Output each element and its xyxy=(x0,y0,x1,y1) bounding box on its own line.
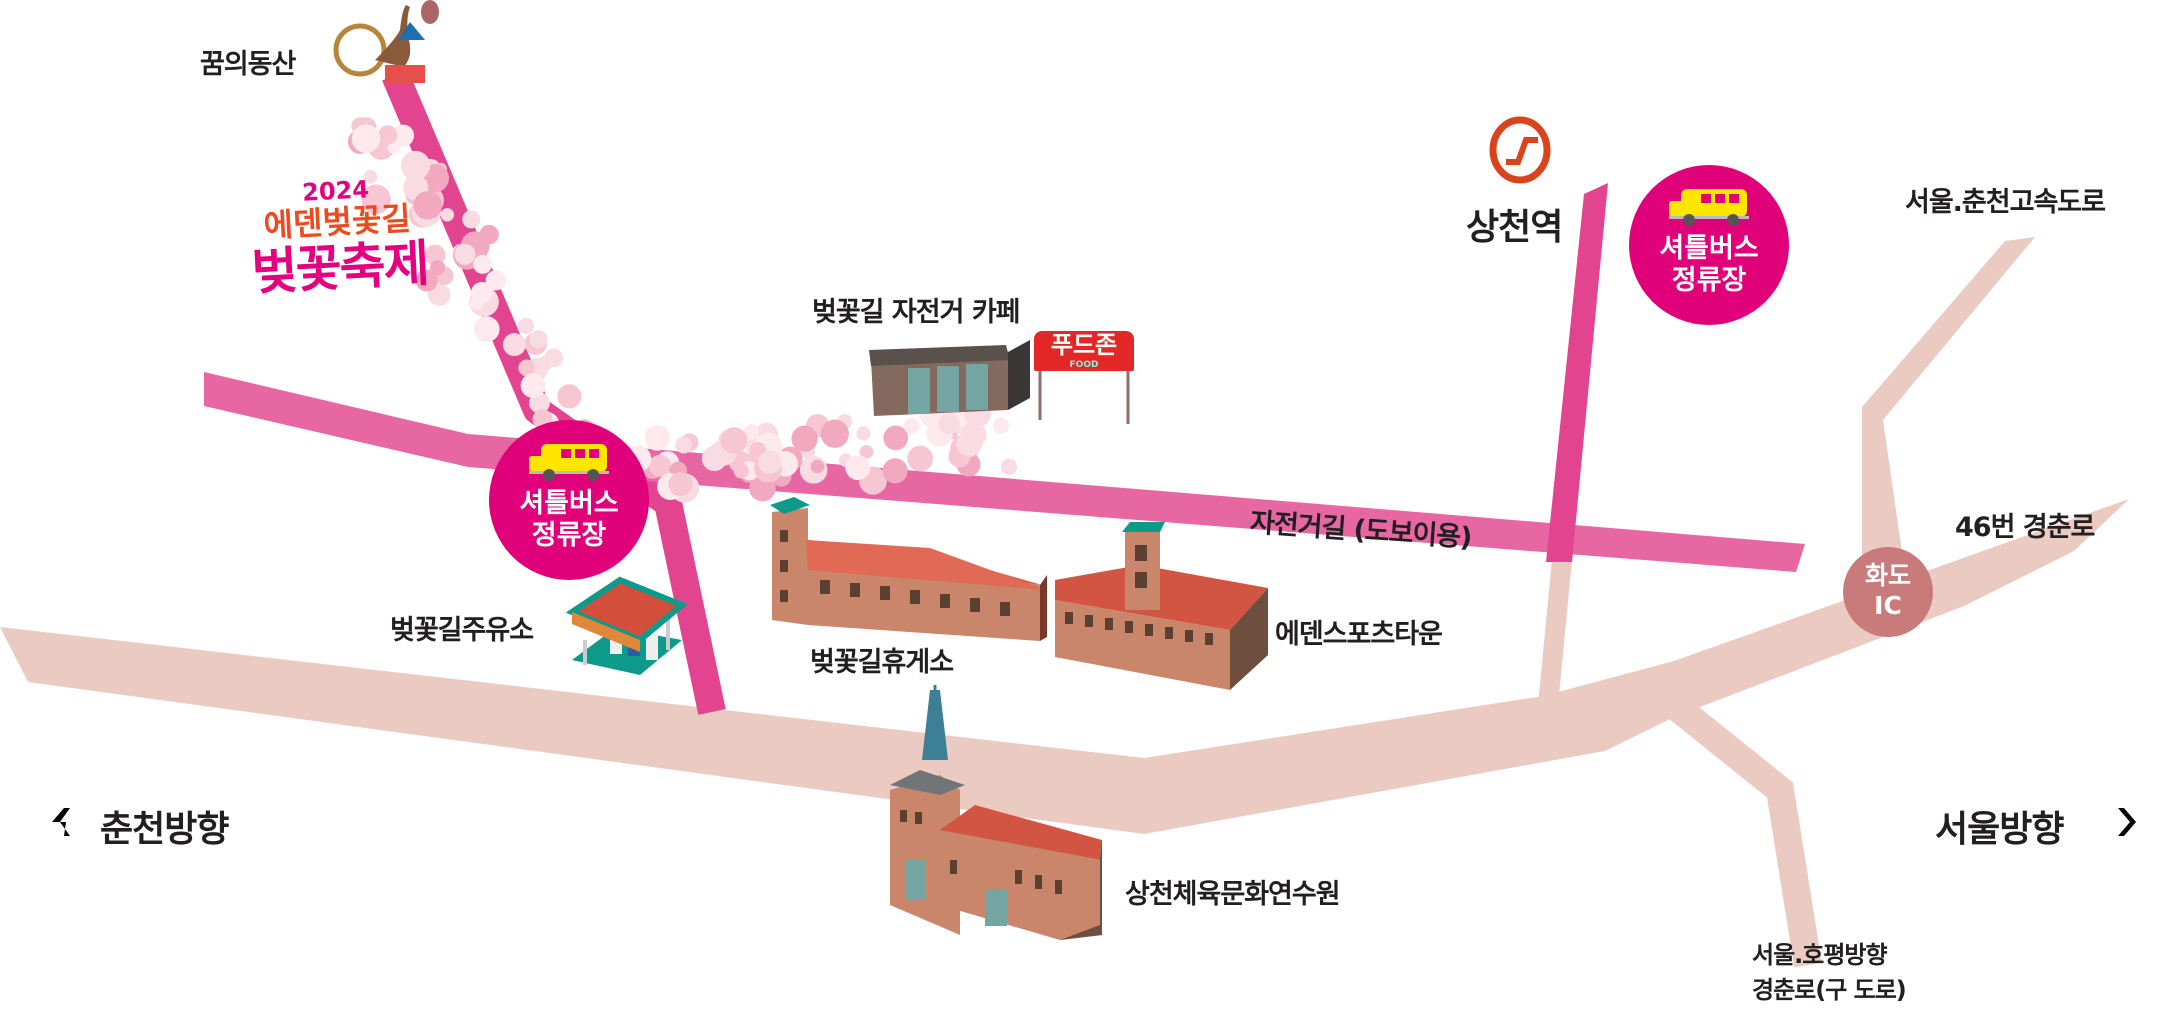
label-route46: 46번 경춘로 xyxy=(1955,512,2095,543)
rest-area-building xyxy=(770,497,1047,641)
cherry-blossom xyxy=(462,210,481,229)
cherry-blossom xyxy=(856,426,871,441)
cherry-blossom xyxy=(883,425,909,451)
cherry-blossom xyxy=(518,317,535,334)
food-zone-label: 푸드존 xyxy=(1050,331,1118,359)
label-rest-area: 벚꽃길휴게소 xyxy=(810,647,954,678)
main-road-gyeongchun xyxy=(0,499,2129,834)
station-road xyxy=(1546,183,1608,562)
cherry-blossom xyxy=(520,373,546,398)
cherry-blossom xyxy=(387,141,400,154)
cherry-blossom xyxy=(529,330,548,349)
cherry-blossom xyxy=(992,417,1010,434)
carousel-tent xyxy=(398,22,425,40)
cherry-blossom xyxy=(485,270,506,291)
food-zone-sub: FOOD xyxy=(1069,360,1099,370)
cherry-blossom xyxy=(429,260,446,276)
label-station: 상천역 xyxy=(1466,207,1563,248)
festival-logo: 2024 에덴벚꽃길 벚꽃축제 xyxy=(247,173,430,302)
hwado-ic-line1: 화도 xyxy=(1864,561,1911,590)
cherry-blossom xyxy=(424,244,446,266)
shuttle-stop-line2: 정류장 xyxy=(1671,265,1747,296)
label-dream-hill: 꿈의동산 xyxy=(200,49,296,80)
cherry-blossom xyxy=(743,424,760,441)
station-link-road xyxy=(1538,559,1572,706)
cherry-blossom xyxy=(903,417,920,434)
cherry-blossom xyxy=(648,454,671,477)
label-gas-station: 벚꽃길주유소 xyxy=(390,615,534,646)
cherry-blossom xyxy=(733,463,749,479)
bike-road xyxy=(204,372,1805,572)
cherry-blossom xyxy=(882,458,908,484)
arrow-left-icon xyxy=(52,808,70,836)
label-hopyeong-line2: 경춘로(구 도로) xyxy=(1752,976,1907,1004)
cherry-blossom xyxy=(537,355,553,371)
cherry-blossom xyxy=(413,191,442,220)
label-training-center: 상천체육문화연수원 xyxy=(1125,879,1341,910)
shuttle-stop-line1: 셔틀버스 xyxy=(519,488,619,519)
cherry-blossom xyxy=(720,427,748,455)
cherry-blossom xyxy=(361,184,391,214)
cherry-blossom xyxy=(1000,458,1018,475)
hopyeong-road xyxy=(1665,694,1822,968)
cherry-blossom xyxy=(907,445,934,472)
label-direction-chuncheon: 춘천방향 xyxy=(100,809,229,850)
ferris-wheel xyxy=(333,23,387,77)
cherry-blossom xyxy=(470,281,493,304)
cherry-blossom xyxy=(644,425,670,451)
cherry-blossom xyxy=(351,124,381,154)
cherry-blossom xyxy=(675,436,693,454)
cherry-blossom xyxy=(668,472,693,497)
cherry-blossom xyxy=(363,170,378,184)
label-hopyeong-line1: 서울.호평방향 xyxy=(1752,941,1888,969)
station-logo-icon xyxy=(1489,116,1551,184)
cherry-blossom xyxy=(415,269,438,292)
training-center-building xyxy=(890,685,1102,940)
cherry-blossom xyxy=(956,431,983,457)
label-sports-town: 에덴스포츠타운 xyxy=(1275,619,1443,650)
dinosaur xyxy=(375,5,411,67)
arcade-building xyxy=(385,65,425,83)
bus-icon xyxy=(527,442,611,482)
cherry-blossom xyxy=(564,391,578,406)
cherry-blossom xyxy=(791,425,818,452)
shuttle-stop-west: 셔틀버스 정류장 xyxy=(489,420,649,580)
shuttle-stop-line2: 정류장 xyxy=(531,520,607,551)
arrow-right-icon xyxy=(2118,808,2136,836)
cherry-blossom xyxy=(400,150,431,181)
cherry-blossom xyxy=(392,124,415,147)
festival-title: 벚꽃축제 xyxy=(250,234,430,302)
cherry-blossom xyxy=(473,254,493,274)
cherry-blossom xyxy=(440,208,454,222)
gas-station-building xyxy=(565,576,688,675)
food-zone-sign-poles xyxy=(1038,370,1130,424)
amusement-park-illustration xyxy=(333,0,439,83)
cherry-blossom xyxy=(454,243,476,265)
label-direction-seoul: 서울방향 xyxy=(1935,809,2064,850)
cherry-blossom xyxy=(502,333,526,357)
cherry-blossom xyxy=(518,359,536,377)
cherry-blossom xyxy=(845,455,871,481)
shuttle-stop-line1: 셔틀버스 xyxy=(1659,233,1759,264)
label-bike-cafe: 벚꽃길 자전거 카페 xyxy=(812,297,1021,328)
cherry-blossom xyxy=(810,459,825,474)
bike-cafe-building xyxy=(869,340,1030,416)
cherry-blossom xyxy=(378,125,398,145)
cherry-blossom xyxy=(820,419,849,448)
cherry-blossom xyxy=(757,450,782,474)
cherry-blossom xyxy=(859,445,874,459)
sports-town-building xyxy=(1055,522,1268,690)
bus-icon xyxy=(1667,187,1751,227)
cherry-blossom xyxy=(938,412,960,435)
hot-air-balloon xyxy=(421,0,439,24)
cherry-blossom xyxy=(473,316,500,343)
cherry-blossom-cluster xyxy=(347,117,1018,503)
shuttle-stop-east: 셔틀버스 정류장 xyxy=(1629,165,1789,325)
hwado-ic-line2: IC xyxy=(1874,591,1902,620)
label-expressway: 서울.춘천고속도로 xyxy=(1905,187,2106,218)
